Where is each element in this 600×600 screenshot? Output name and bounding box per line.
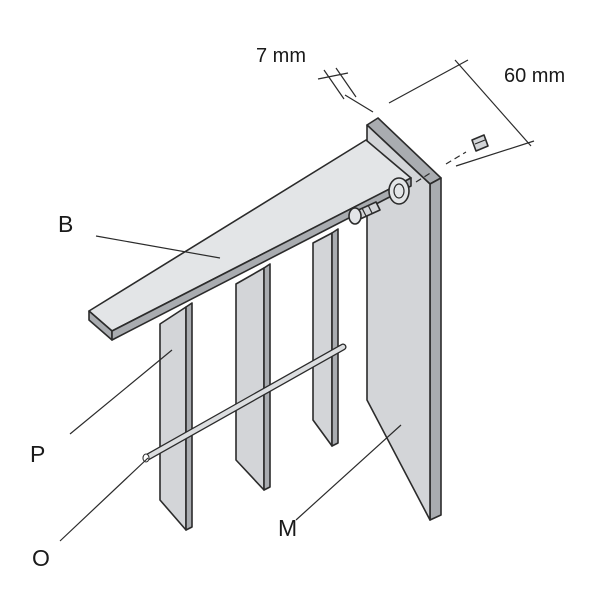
- leader-b: [95, 235, 221, 259]
- label-thickness: 7 mm: [256, 45, 306, 67]
- rod-o: [142, 343, 347, 463]
- fin-2: [235, 263, 271, 491]
- mounting-plate-side-face: [429, 177, 442, 521]
- nut: [471, 134, 489, 152]
- mounting-plate-front-face: [366, 124, 431, 521]
- leader-p: [69, 349, 173, 435]
- depth-dimension: [388, 59, 535, 167]
- top-bar-side-edge: [111, 177, 412, 341]
- leader-m: [295, 424, 402, 521]
- leader-o: [59, 457, 149, 542]
- label-o: O: [32, 545, 50, 571]
- thickness-dimension: [317, 67, 374, 113]
- label-p: P: [30, 441, 45, 467]
- bolt-assembly: [348, 134, 489, 225]
- washer: [388, 177, 410, 205]
- label-depth: 60 mm: [504, 65, 565, 87]
- label-m: M: [278, 515, 297, 541]
- bolt-head: [348, 207, 362, 225]
- fin-3: [312, 228, 339, 447]
- label-b: B: [58, 211, 73, 237]
- mounting-plate-m: [366, 117, 442, 521]
- fin-p: [159, 302, 193, 531]
- top-bar-b: [88, 139, 412, 341]
